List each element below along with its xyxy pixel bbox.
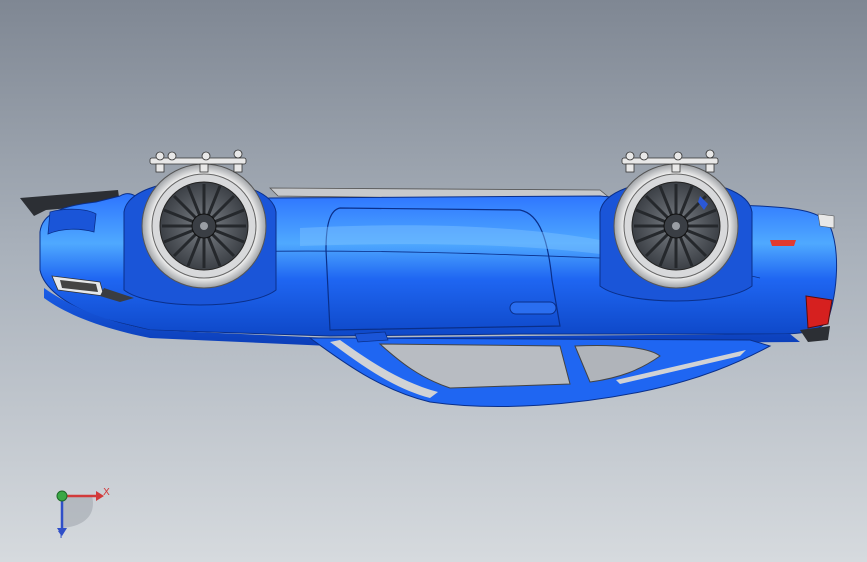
y-axis-arrowhead	[57, 528, 67, 536]
rear-wheel[interactable]	[141, 163, 267, 289]
front-suspension-mount	[621, 149, 719, 173]
front-marker-light	[770, 240, 796, 246]
door-outline	[325, 207, 561, 331]
y-axis-label: Y	[58, 530, 65, 541]
rear-fascia	[47, 208, 97, 235]
fuel-cap	[354, 331, 389, 343]
rear-suspension-mount	[149, 149, 247, 173]
rear-grille	[60, 280, 98, 292]
body-highlight	[300, 225, 600, 254]
front-wheel[interactable]	[613, 163, 739, 289]
window-glass-front	[574, 345, 661, 383]
door-handle	[509, 301, 557, 315]
front-headlight	[805, 295, 833, 329]
window-trim	[330, 340, 438, 398]
rear-bumper-vent	[100, 288, 134, 302]
window-glass-rear	[378, 343, 571, 389]
x-axis-arrowhead	[96, 491, 104, 501]
orientation-triad[interactable]	[40, 478, 120, 548]
front-splitter	[800, 326, 830, 342]
z-axis-dot	[56, 490, 68, 502]
x-axis-label: X	[103, 487, 110, 498]
rear-spoiler	[20, 190, 120, 216]
triad-shadow	[62, 496, 93, 528]
window-trim-front	[616, 350, 746, 384]
front-lip	[817, 213, 835, 229]
